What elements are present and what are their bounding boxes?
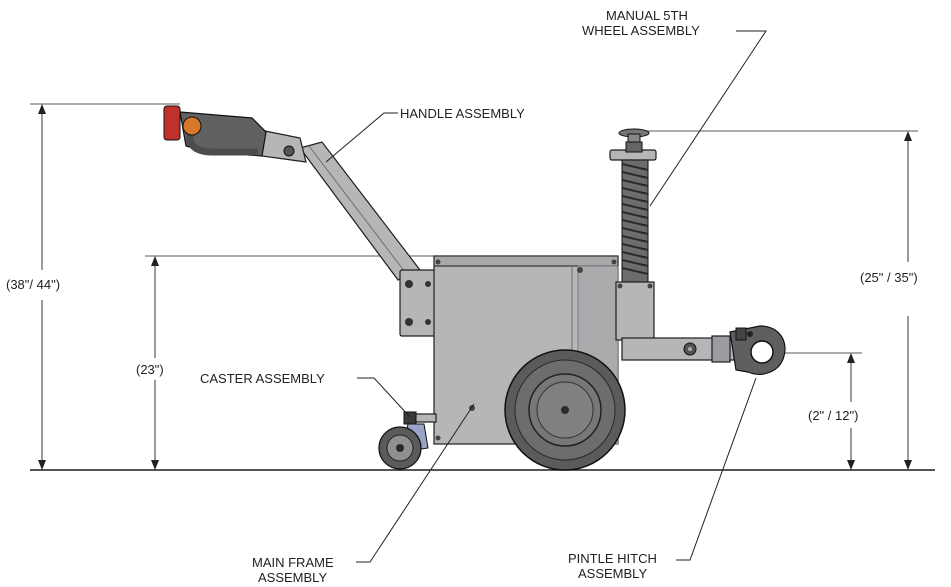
- dim-label-frame-height: (23"): [136, 362, 164, 377]
- label-pintle-hitch-line2: ASSEMBLY: [578, 566, 647, 581]
- dimension-fifth-wheel-height: (25" / 35"): [640, 130, 918, 470]
- label-main-frame: MAIN FRAME ASSEMBLY: [252, 403, 475, 585]
- fifth-wheel-assembly: [609, 128, 657, 341]
- pintle-hitch-assembly: [621, 325, 786, 375]
- label-caster-assembly: CASTER ASSEMBLY: [200, 371, 411, 418]
- label-pintle-hitch-line1: PINTLE HITCH: [568, 551, 657, 566]
- label-caster-assembly-text: CASTER ASSEMBLY: [200, 371, 325, 386]
- label-main-frame-line1: MAIN FRAME: [252, 555, 334, 570]
- dimension-hitch-height: (2" / 12"): [760, 352, 862, 470]
- dim-label-hitch-height: (2" / 12"): [808, 408, 858, 423]
- grip-red-end: [163, 105, 181, 141]
- label-manual-5th-wheel-line2: WHEEL ASSEMBLY: [582, 23, 700, 38]
- threaded-screw: [621, 159, 649, 285]
- label-manual-5th-wheel: MANUAL 5TH WHEEL ASSEMBLY: [582, 8, 767, 207]
- label-main-frame-line2: ASSEMBLY: [258, 570, 327, 585]
- caster-assembly: [378, 411, 437, 470]
- dimension-handle-height: (38"/ 44"): [6, 103, 180, 470]
- dimension-frame-height: (23"): [136, 255, 440, 470]
- dim-label-fifth-wheel-height: (25" / 35"): [860, 270, 918, 285]
- dim-label-handle-height: (38"/ 44"): [6, 277, 60, 292]
- drive-wheel: [504, 349, 626, 471]
- label-handle-assembly-text: HANDLE ASSEMBLY: [400, 106, 525, 121]
- label-manual-5th-wheel-line1: MANUAL 5TH: [606, 8, 688, 23]
- label-pintle-hitch: PINTLE HITCH ASSEMBLY: [568, 377, 757, 581]
- label-handle-assembly: HANDLE ASSEMBLY: [325, 106, 525, 163]
- handle-assembly: [163, 105, 439, 337]
